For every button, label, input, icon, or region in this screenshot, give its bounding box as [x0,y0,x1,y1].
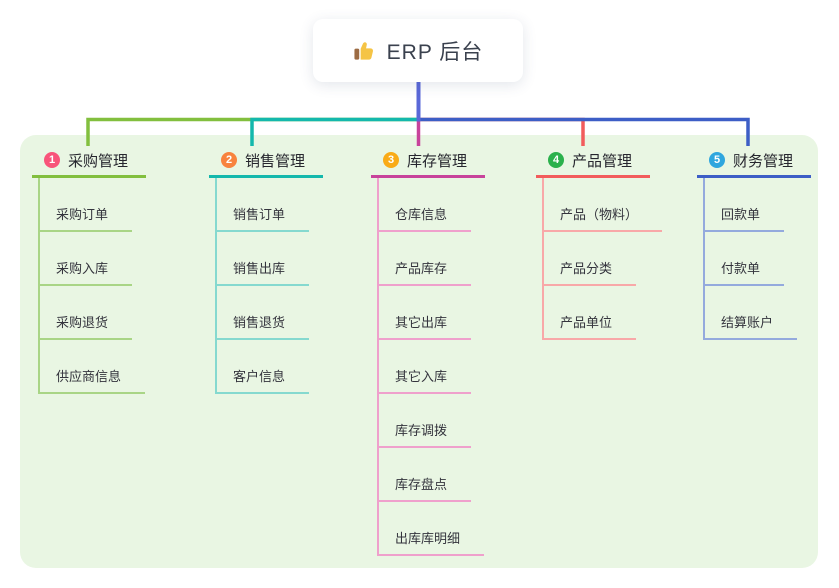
branch-inventory: 3 库存管理 仓库信息 产品库存 其它出库 其它入库 库存调拨 库存盘点 出库库… [371,145,485,556]
tree-node-label: 库存盘点 [395,477,448,492]
tree-node[interactable]: 产品（物料） [544,178,663,232]
tree-node[interactable]: 库存盘点 [379,448,472,502]
branch-product: 4 产品管理 产品（物料） 产品分类 产品单位 [536,145,663,340]
branch-inventory-children: 仓库信息 产品库存 其它出库 其它入库 库存调拨 库存盘点 出库库明细 [377,178,485,556]
tree-node-label: 产品库存 [395,261,448,276]
tree-node[interactable]: 出库库明细 [379,502,485,556]
tree-node-label: 销售订单 [233,207,286,222]
tree-node[interactable]: 销售退货 [217,286,310,340]
branch-title: 财务管理 [733,152,794,170]
tree-node-label: 采购退货 [56,315,109,330]
branch-inventory-header[interactable]: 3 库存管理 [371,145,485,178]
branch-title: 产品管理 [572,152,633,170]
branch-sales-header[interactable]: 2 销售管理 [209,145,323,178]
tree-node-label: 产品单位 [560,315,613,330]
tree-node-label: 产品分类 [560,261,613,276]
tree-node-label: 其它入库 [395,369,448,384]
badge-2: 2 [221,152,237,168]
branch-title: 销售管理 [245,152,306,170]
tree-node[interactable]: 付款单 [705,232,785,286]
root-node-erp[interactable]: ERP 后台 [313,19,523,82]
thumbs-up-icon [354,42,373,60]
branches-background-panel [20,135,818,568]
tree-node[interactable]: 其它入库 [379,340,472,394]
tree-node[interactable]: 产品单位 [544,286,637,340]
branch-product-children: 产品（物料） 产品分类 产品单位 [542,178,663,340]
tree-node-label: 其它出库 [395,315,448,330]
tree-node[interactable]: 其它出库 [379,286,472,340]
tree-node[interactable]: 库存调拨 [379,394,472,448]
badge-1: 1 [44,152,60,168]
tree-node[interactable]: 结算账户 [705,286,798,340]
tree-node[interactable]: 产品库存 [379,232,472,286]
tree-node[interactable]: 回款单 [705,178,785,232]
tree-node[interactable]: 产品分类 [544,232,637,286]
tree-node-label: 客户信息 [233,369,286,384]
tree-node-label: 出库库明细 [395,531,461,546]
tree-node-label: 供应商信息 [56,369,122,384]
branch-purchase-header[interactable]: 1 采购管理 [32,145,146,178]
tree-node[interactable]: 客户信息 [217,340,310,394]
tree-node-label: 仓库信息 [395,207,448,222]
tree-node-label: 销售退货 [233,315,286,330]
tree-node-label: 库存调拨 [395,423,448,438]
root-title: ERP 后台 [386,40,484,64]
branch-title: 库存管理 [407,152,468,170]
branch-sales-children: 销售订单 销售出库 销售退货 客户信息 [215,178,310,394]
branch-title: 采购管理 [68,152,129,170]
badge-5: 5 [709,152,725,168]
tree-node-label: 采购入库 [56,261,109,276]
branch-finance: 5 财务管理 回款单 付款单 结算账户 [697,145,811,340]
branch-finance-children: 回款单 付款单 结算账户 [703,178,798,340]
tree-node[interactable]: 采购订单 [40,178,133,232]
tree-node-label: 产品（物料） [560,207,639,222]
tree-node-label: 回款单 [721,207,761,222]
tree-node[interactable]: 采购入库 [40,232,133,286]
tree-node[interactable]: 销售出库 [217,232,310,286]
tree-node-label: 结算账户 [721,315,774,330]
branch-purchase-children: 采购订单 采购入库 采购退货 供应商信息 [38,178,146,394]
branch-purchase: 1 采购管理 采购订单 采购入库 采购退货 供应商信息 [32,145,146,394]
tree-node-label: 销售出库 [233,261,286,276]
branch-finance-header[interactable]: 5 财务管理 [697,145,811,178]
tree-node[interactable]: 采购退货 [40,286,133,340]
tree-node-label: 付款单 [721,261,761,276]
tree-node-label: 采购订单 [56,207,109,222]
badge-4: 4 [548,152,564,168]
tree-node[interactable]: 供应商信息 [40,340,146,394]
tree-node[interactable]: 仓库信息 [379,178,472,232]
tree-node[interactable]: 销售订单 [217,178,310,232]
branch-product-header[interactable]: 4 产品管理 [536,145,650,178]
branch-sales: 2 销售管理 销售订单 销售出库 销售退货 客户信息 [209,145,323,394]
badge-3: 3 [383,152,399,168]
